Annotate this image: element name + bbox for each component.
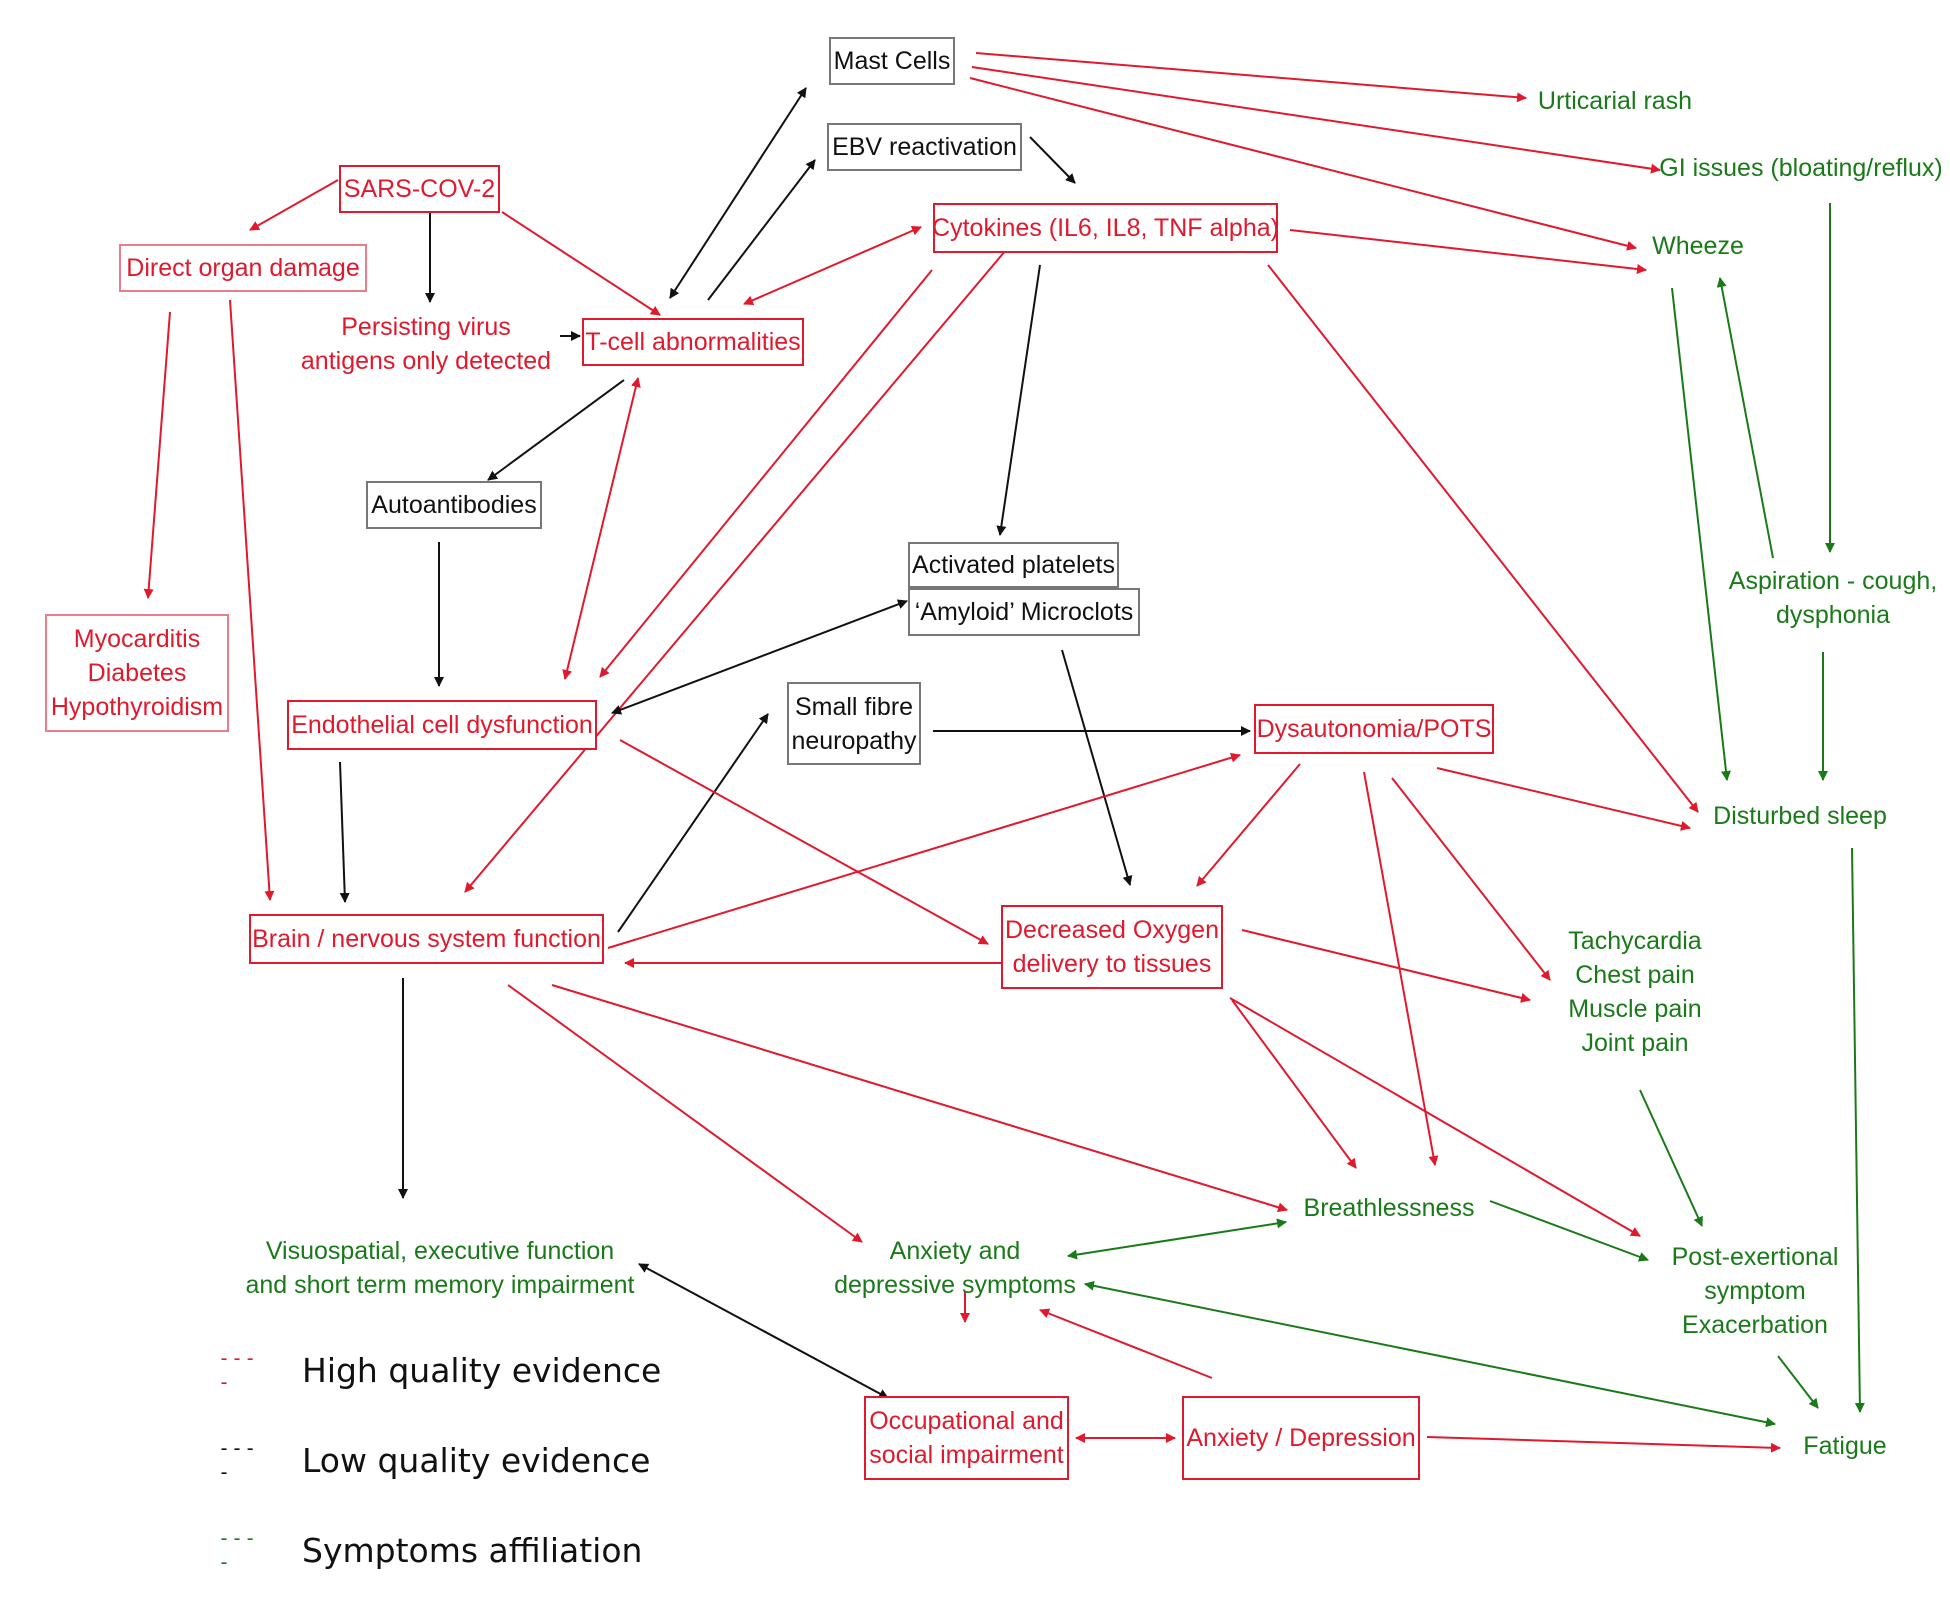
- legend-dash-red: ----: [218, 1346, 258, 1394]
- legend-high-quality: ---- High quality evidence: [218, 1340, 661, 1400]
- edge-arrow: [1039, 1308, 1213, 1379]
- edge-arrow: [1436, 767, 1691, 831]
- edge-arrow: [617, 713, 769, 933]
- edge-arrow: [975, 52, 1527, 103]
- edge-arrow: [1716, 277, 1774, 559]
- edge-arrow: [249, 179, 339, 231]
- edge-arrow: [1639, 1089, 1703, 1227]
- edge-arrow: [607, 752, 1241, 949]
- symptom-fatigue: Fatigue: [1803, 1432, 1887, 1460]
- edge-arrow: [743, 226, 922, 305]
- edge-arrow: [996, 264, 1041, 536]
- legend-dash-black: ----: [218, 1436, 258, 1484]
- edge-arrow: [1061, 649, 1133, 886]
- legend-label: High quality evidence: [302, 1350, 662, 1390]
- node-endothelial-dysfunction: Endothelial cell dysfunction: [287, 700, 597, 750]
- edge-arrow: [1196, 763, 1301, 887]
- node-brain-nervous-system: Brain / nervous system function: [249, 914, 604, 964]
- legend-symptoms: ---- Symptoms affiliation: [218, 1520, 642, 1580]
- node-cytokines: Cytokines (IL6, IL8, TNF alpha): [932, 203, 1279, 253]
- edge-arrow: [707, 159, 816, 301]
- edge-arrow: [969, 77, 1637, 251]
- edge-arrow: [562, 377, 641, 680]
- edge-arrow: [339, 761, 350, 903]
- edge-arrow: [487, 379, 625, 481]
- edge-arrow: [1289, 229, 1647, 274]
- edge-arrow: [551, 984, 1288, 1213]
- symptom-wheeze: Wheeze: [1652, 232, 1744, 260]
- node-activated-platelets: Activated platelets: [908, 542, 1119, 588]
- edge-arrow: [501, 211, 661, 316]
- legend-low-quality: ---- Low quality evidence: [218, 1430, 650, 1490]
- edge-arrow: [143, 311, 171, 599]
- legend-label: Low quality evidence: [302, 1440, 651, 1480]
- symptom-disturbed-sleep: Disturbed sleep: [1713, 802, 1887, 830]
- edge-arrow: [1851, 847, 1865, 1413]
- node-direct-organ-damage: Direct organ damage: [119, 244, 367, 292]
- node-autoantibodies: Autoantibodies: [366, 481, 542, 529]
- legend-label: Symptoms affiliation: [302, 1530, 643, 1570]
- edge-arrow: [1267, 264, 1699, 813]
- edge-arrow: [1084, 1280, 1776, 1428]
- edge-arrow: [1671, 287, 1731, 781]
- edge-arrow: [464, 211, 1039, 893]
- edge-arrow: [619, 739, 989, 945]
- legend-dash-green: ----: [218, 1526, 258, 1574]
- symptom-gi-issues: GI issues (bloating/reflux): [1659, 154, 1943, 182]
- edge-arrow: [638, 1263, 889, 1399]
- node-t-cell-abnormalities: T-cell abnormalities: [582, 318, 804, 366]
- edge-arrow: [1426, 1436, 1781, 1453]
- edge-arrow: [1777, 1355, 1819, 1409]
- node-mast-cells: Mast Cells: [829, 37, 955, 85]
- edge-arrow: [1231, 999, 1357, 1169]
- node-amyloid-microclots: ‘Amyloid’ Microclots: [908, 588, 1140, 636]
- node-dysautonomia-pots: Dysautonomia/POTS: [1254, 704, 1494, 754]
- edge-arrow: [669, 87, 807, 299]
- edge-arrow: [507, 984, 863, 1243]
- node-ebv-reactivation: EBV reactivation: [827, 123, 1022, 171]
- edge-arrow: [1241, 929, 1531, 1003]
- edge-arrow: [1489, 1200, 1649, 1262]
- edge-arrow: [611, 599, 908, 715]
- edge-arrow: [1067, 1218, 1287, 1260]
- symptom-urticarial-rash: Urticarial rash: [1537, 87, 1693, 115]
- edge-arrow: [971, 66, 1661, 174]
- node-anxiety-depression: Anxiety / Depression: [1182, 1396, 1420, 1480]
- edge-arrow: [1029, 136, 1076, 184]
- edge-arrow: [1391, 777, 1551, 981]
- node-sars-cov-2: SARS-COV-2: [339, 165, 500, 213]
- edge-arrow: [229, 299, 275, 901]
- symptom-breathlessness: Breathlessness: [1303, 1194, 1475, 1222]
- edge-arrow: [1229, 997, 1641, 1237]
- symptom-aspiration: Aspiration - cough,dysphonia: [1728, 567, 1938, 629]
